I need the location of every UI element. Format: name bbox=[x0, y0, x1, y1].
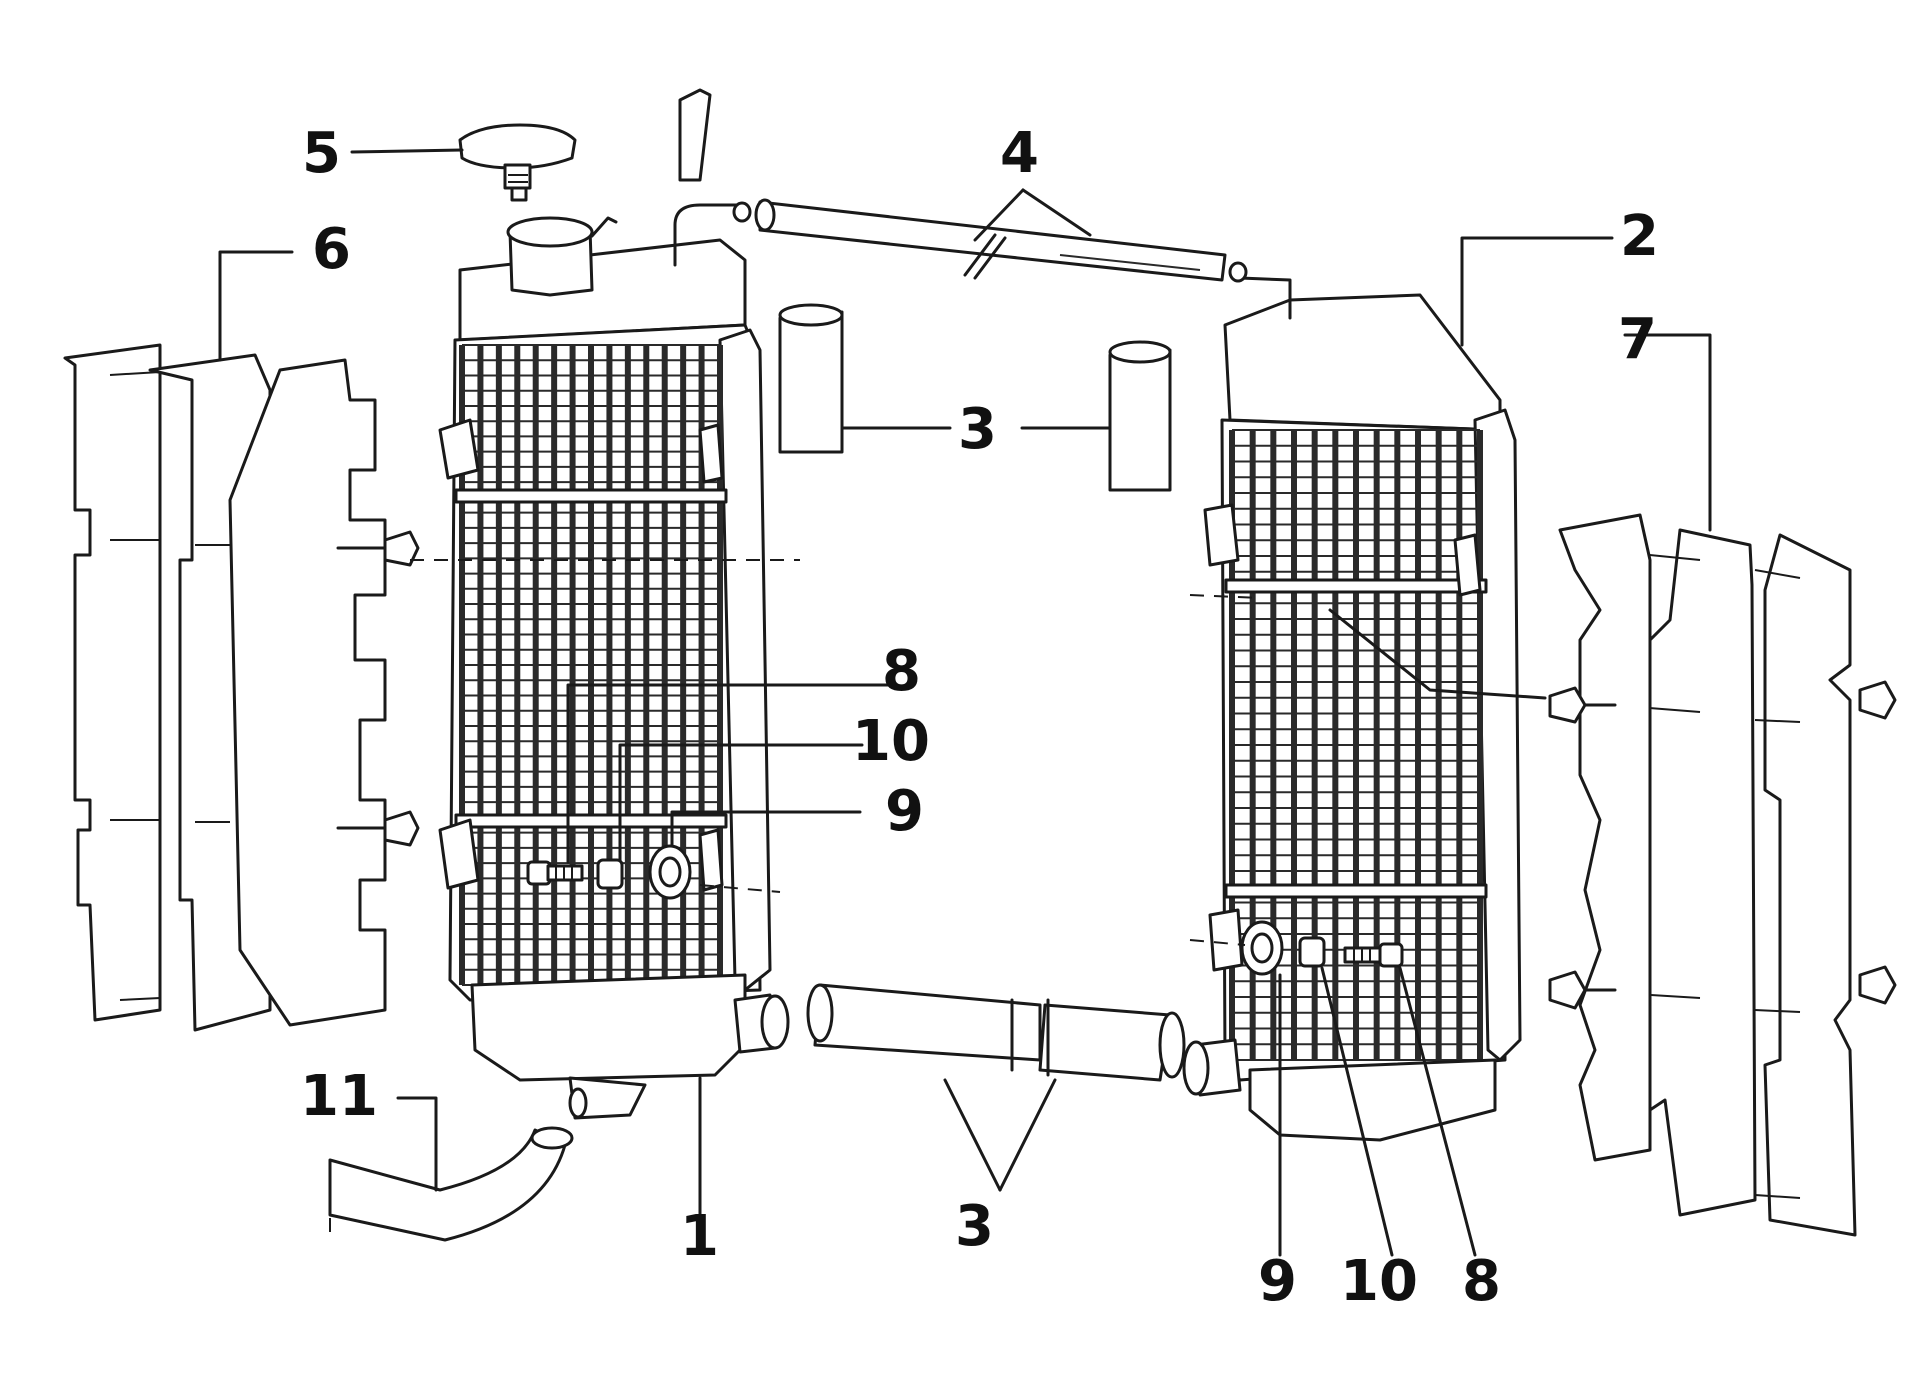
callout-9-left: 9 bbox=[885, 779, 924, 844]
callout-1: 1 bbox=[680, 1204, 719, 1269]
left-fastener-bolt bbox=[526, 860, 584, 886]
callout-8-left: 8 bbox=[882, 639, 921, 704]
callout-4: 4 bbox=[1000, 121, 1039, 186]
leader-lines bbox=[218, 148, 1712, 1257]
radiator-brace bbox=[454, 488, 728, 504]
right-shroud-panels bbox=[1548, 513, 1897, 1237]
callout-3-top: 3 bbox=[958, 397, 997, 462]
shroud-clip bbox=[1858, 680, 1897, 720]
shroud-clip bbox=[1858, 965, 1897, 1005]
lower-long-hose bbox=[806, 983, 1186, 1082]
bottom-elbow-hose bbox=[328, 1126, 574, 1242]
left-shroud-panels bbox=[63, 343, 420, 1032]
shroud-clip bbox=[336, 810, 420, 847]
shroud-clip bbox=[336, 530, 420, 567]
callout-9-right: 9 bbox=[1258, 1249, 1297, 1314]
shroud-clip bbox=[1548, 686, 1617, 724]
callout-2: 2 bbox=[1620, 204, 1659, 269]
radiator-cap bbox=[458, 123, 577, 202]
left-fastener-grommet bbox=[648, 844, 692, 900]
callout-7: 7 bbox=[1618, 307, 1657, 372]
radiator-brace bbox=[1224, 883, 1488, 899]
right-fastener-grommet bbox=[1240, 920, 1284, 976]
radiator-brace bbox=[454, 813, 728, 829]
shroud-clip bbox=[1548, 970, 1617, 1010]
left-radiator bbox=[438, 88, 790, 1120]
callout-8-right: 8 bbox=[1462, 1249, 1501, 1314]
assembly-guide-lines bbox=[329, 559, 1261, 1240]
right-fastener-bolt bbox=[1343, 942, 1404, 968]
right-radiator bbox=[1182, 261, 1522, 1142]
radiator-brace bbox=[1224, 578, 1488, 594]
right-fastener-spacer bbox=[1298, 936, 1326, 968]
callout-11: 11 bbox=[300, 1064, 378, 1129]
short-hose-right bbox=[1108, 340, 1172, 492]
short-hose-left bbox=[778, 303, 844, 454]
crossover-hose bbox=[754, 198, 1227, 282]
callout-6: 6 bbox=[312, 217, 351, 282]
callout-10-right: 10 bbox=[1340, 1249, 1418, 1314]
callout-3-bottom: 3 bbox=[955, 1194, 994, 1259]
callout-labels: 5 4 2 6 7 3 8 10 9 11 1 3 9 10 8 bbox=[300, 121, 1659, 1314]
callout-10-left: 10 bbox=[852, 709, 930, 774]
callout-5: 5 bbox=[302, 121, 341, 186]
left-fastener-spacer bbox=[596, 858, 624, 890]
